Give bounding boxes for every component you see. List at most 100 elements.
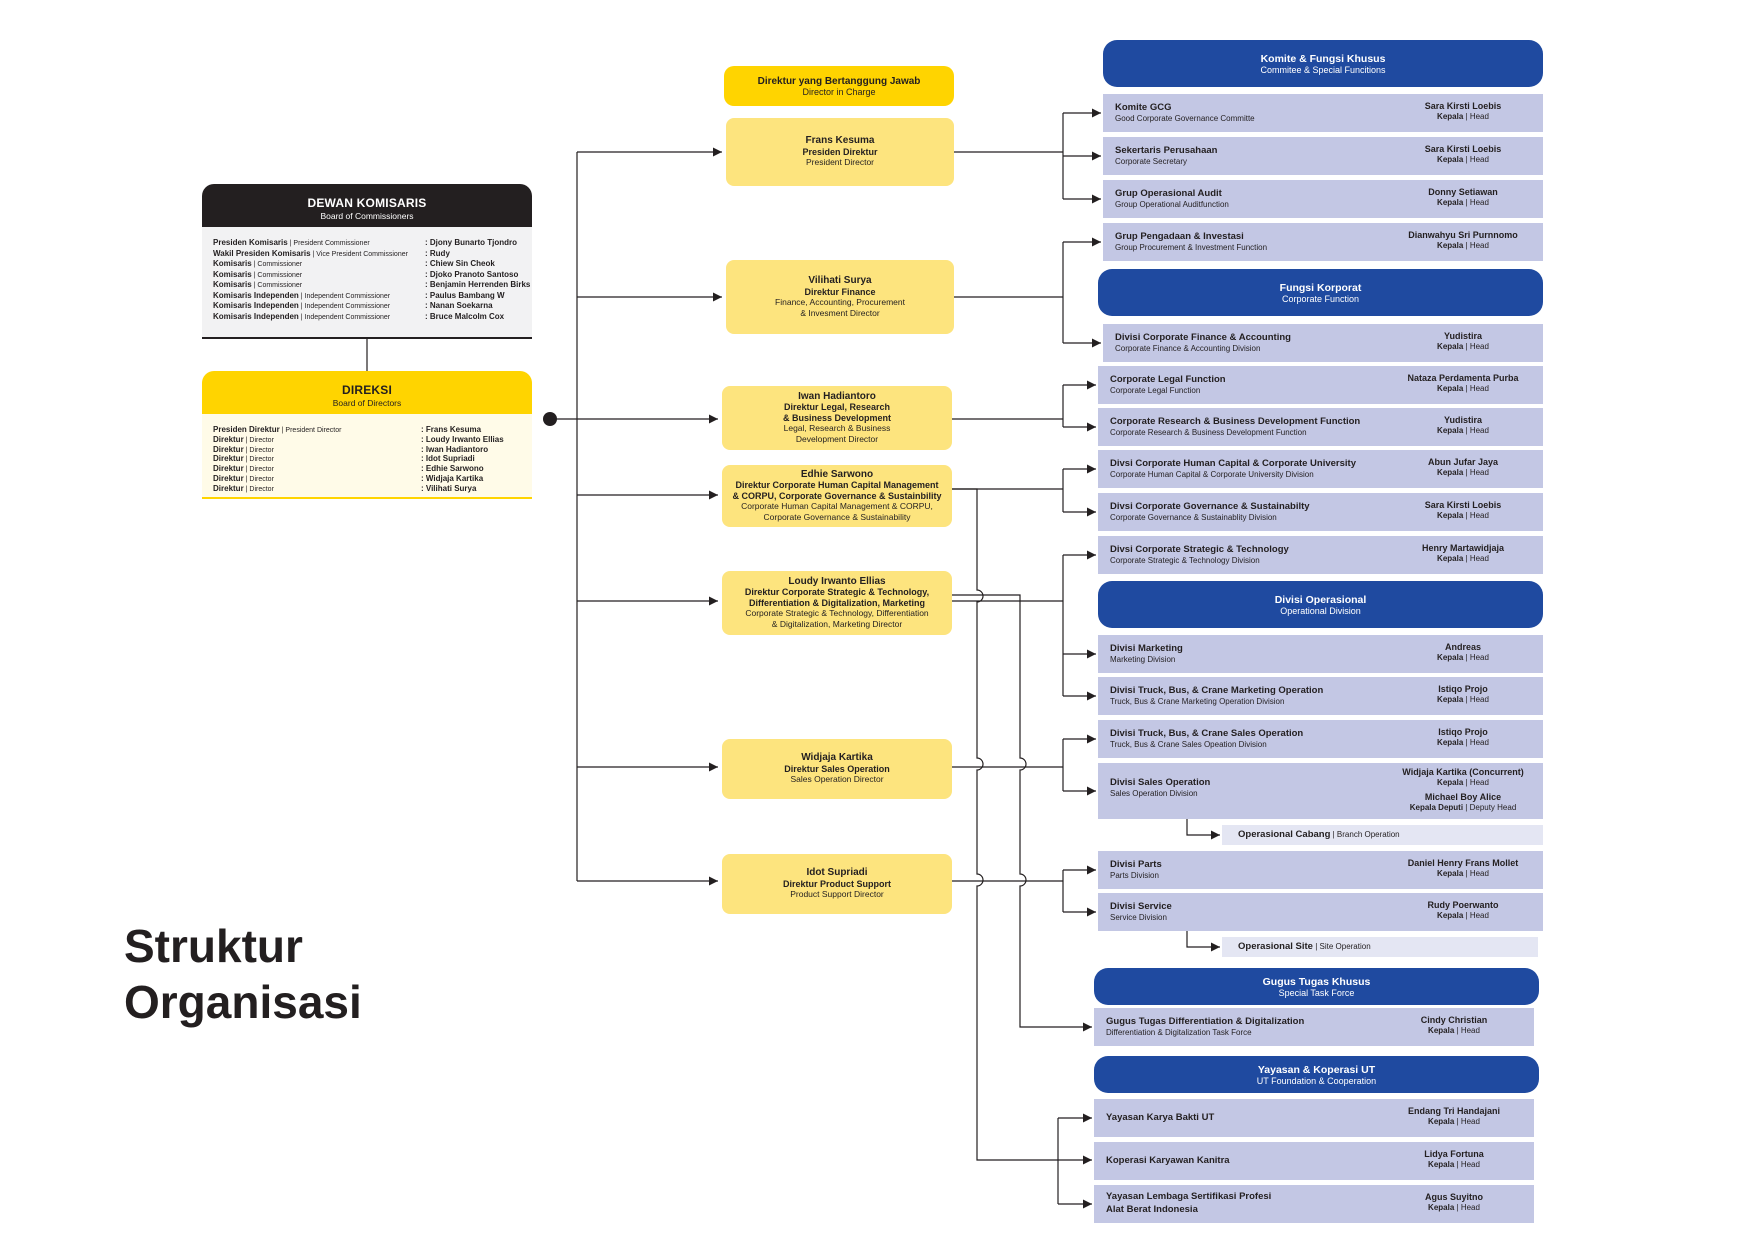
unit-box-9: Divsi Corporate Governance & Sustainabil… (1098, 493, 1543, 531)
separator: | (1463, 778, 1470, 787)
role-id: Kepala (1437, 384, 1464, 393)
unit-head-role: Kepala | Head (1437, 241, 1489, 250)
bod-subtitle: Board of Directors (332, 398, 402, 408)
arrow-head-icon (1092, 108, 1101, 118)
unit-title: Yayasan Karya Bakti UT (1106, 1111, 1215, 1123)
role-en: Head (1469, 511, 1489, 520)
director-title: Direktur Corporate Strategic & Technolog… (744, 587, 930, 598)
separator: | (1463, 468, 1470, 477)
director-title: Direktur Legal, Research (783, 402, 891, 413)
director-name: Edhie Sarwono (800, 468, 874, 480)
separator: | (251, 271, 258, 279)
bod-title: DIREKSI (341, 383, 393, 397)
director-name: Loudy Irwanto Ellias (788, 575, 886, 587)
unit-title: Gugus Tugas Differentiation & Digitaliza… (1106, 1016, 1305, 1027)
separator: | (1463, 911, 1470, 920)
separator: | (1463, 653, 1470, 662)
unit-title: Grup Pengadaan & Investasi (1115, 231, 1244, 242)
arrow-head-icon (1087, 649, 1096, 659)
separator: | (1463, 426, 1470, 435)
unit-head-role: Kepala | Head (1437, 511, 1489, 520)
role-id: Kepala (1428, 1160, 1455, 1169)
member-role-en: Vice President Commissioner (316, 250, 408, 258)
member-name: : Loudy Irwanto Ellias (421, 434, 504, 444)
director-title-en: Legal, Research & Business (783, 423, 891, 434)
unit-title: Grup Operasional Audit (1115, 188, 1222, 199)
unit-title-en: Group Operational Auditfunction (1115, 200, 1229, 209)
unit-title: Koperasi Karyawan Kanitra (1106, 1154, 1230, 1166)
separator: | (1454, 1117, 1461, 1126)
separator: | (1454, 1026, 1461, 1035)
unit-head-role: Kepala | Head (1428, 1117, 1480, 1126)
member-name: : Djony Bunarto Tjondro (425, 238, 517, 247)
arrow-head-icon (1083, 1199, 1092, 1209)
member-role: Komisaris Independen (213, 301, 299, 310)
arrow-head-icon (709, 490, 718, 500)
sub-unit-title-en: Site Operation (1319, 942, 1371, 951)
unit-title: Yayasan Lembaga Sertifikasi Profesi (1106, 1191, 1272, 1202)
arrow-head-icon (1092, 338, 1101, 348)
unit-title: Divsi Corporate Strategic & Technology (1110, 544, 1289, 555)
member-role-en: Independent Commissioner (304, 292, 391, 300)
unit-head-name: Istiqo Projo (1438, 727, 1488, 737)
director-title: Direktur Sales Operation (784, 763, 890, 774)
unit-head-role: Kepala Deputi | Deputy Head (1410, 803, 1517, 812)
member-role-en: President Director (285, 427, 342, 434)
director-name: Idot Supriadi (806, 867, 868, 879)
member-role-en: Commissioner (257, 282, 303, 289)
role-en: Head (1469, 241, 1489, 250)
director-name: Iwan Hadiantoro (798, 390, 876, 402)
separator: | (1463, 511, 1470, 520)
boc-title: DEWAN KOMISARIS (307, 196, 427, 210)
member-role-en: Director (249, 476, 274, 483)
role-en: Head (1469, 869, 1489, 878)
unit-title: Corporate Research & Business Developmen… (1110, 416, 1361, 427)
separator: | (243, 476, 250, 483)
member-role-en: Commissioner (257, 271, 303, 279)
unit-title-en: Corporate Research & Business Developmen… (1110, 428, 1307, 437)
member-role-en: Director (249, 485, 274, 493)
member-name: : Widjaja Kartika (421, 474, 484, 483)
director-title-en: & Invesment Director (800, 307, 880, 318)
member-role: Komisaris Independen (213, 311, 299, 321)
member-role: Komisaris (213, 280, 252, 289)
director-name: Vilihati Surya (808, 275, 872, 286)
member-role-en: Director (249, 456, 274, 464)
member-name: : Bruce Malcolm Cox (425, 311, 505, 321)
unit-title: Komite GCG (1115, 102, 1172, 113)
arrow-head-icon (1087, 691, 1096, 701)
arrow-head-icon (1092, 237, 1101, 247)
member-role: Komisaris (213, 259, 252, 268)
arrow-head-icon (1083, 1022, 1092, 1032)
member-role-en: Director (249, 446, 274, 454)
unit-head-name: Rudy Poerwanto (1427, 900, 1499, 910)
unit-head-role: Kepala | Head (1437, 198, 1489, 207)
role-id: Kepala (1437, 554, 1464, 563)
member-role: Presiden Komisaris (213, 238, 288, 247)
unit-title: Alat Berat Indonesia (1106, 1204, 1198, 1215)
member-name: : Frans Kesuma (421, 425, 482, 434)
unit-head-name: Yudistira (1443, 331, 1483, 341)
role-id: Kepala (1437, 738, 1464, 747)
unit-title-en: Differentiation & Digitalization Task Fo… (1106, 1028, 1252, 1037)
boc-member-row: Komisaris | Commissioner: Benjamin Herre… (213, 280, 531, 289)
arrow-head-icon (1087, 550, 1096, 560)
bod-member-row: Direktur | Director: Idot Supriadi (213, 454, 531, 463)
director-spine (550, 152, 578, 881)
group-title: Fungsi Korporat (1279, 281, 1362, 294)
separator: | (243, 466, 250, 474)
separator: | (298, 292, 305, 300)
arrow-head-icon (1083, 1113, 1092, 1123)
role-id: Kepala (1437, 869, 1464, 878)
unit-head-name: Donny Setiawan (1428, 187, 1498, 197)
unit-title: Divsi Corporate Governance & Sustainabil… (1110, 501, 1310, 512)
role-id: Kepala (1437, 198, 1464, 207)
